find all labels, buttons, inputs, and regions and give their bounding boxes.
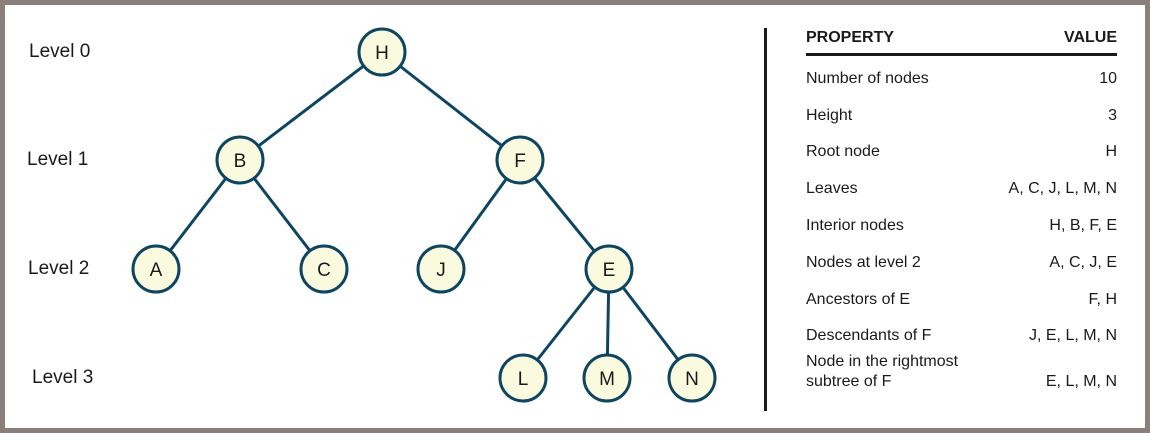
node-A: A [131,244,181,294]
property-name: Node in the rightmost subtree of F [806,353,959,391]
node-circle [667,353,717,403]
node-M: M [582,353,632,403]
table-row: Root node H [806,130,1117,167]
table-row: Ancestors of E F, H [806,277,1117,314]
property-name: Nodes at level 2 [806,253,921,271]
property-value: A, C, J, E [1049,253,1117,271]
node-circle [131,244,181,294]
property-value: H, B, F, E [1049,216,1117,234]
level-label-2: Level 2 [28,258,90,279]
property-value: A, C, J, L, M, N [1008,180,1117,198]
node-E: E [584,244,634,294]
node-label: C [317,260,331,281]
property-name: Root node [806,143,880,161]
node-label: M [599,369,615,390]
header-value: VALUE [1063,29,1117,46]
level-label-3: Level 3 [32,367,94,388]
node-L: L [498,353,548,403]
property-name: Ancestors of E [806,290,911,308]
property-value: 3 [1108,106,1117,124]
node-label: J [436,260,446,281]
node-circle [215,135,265,185]
table-row: Descendants of F J, E, L, M, N [806,314,1117,351]
node-circle [582,353,632,403]
property-name: Descendants of F [806,327,932,345]
level-label-1: Level 1 [27,149,89,170]
table-row: Interior nodes H, B, F, E [806,203,1117,240]
table-row: Node in the rightmost subtree of F E, L, … [806,350,1117,396]
property-name: Leaves [806,180,858,198]
node-circle [357,27,407,77]
node-label: N [685,369,699,390]
property-name: Number of nodes [806,69,929,87]
property-name: Interior nodes [806,216,904,234]
edge-H-F [381,50,521,162]
node-circle [299,244,349,294]
node-label: B [234,151,247,172]
node-B: B [215,135,265,185]
header-property: PROPERTY [806,29,895,46]
table-header: PROPERTY VALUE [806,29,1117,56]
property-value: F, H [1088,290,1117,308]
node-label: H [375,43,389,64]
node-N: N [667,353,717,403]
node-F: F [495,135,545,185]
level-label-0: Level 0 [29,41,91,62]
property-value: E, L, M, N [1045,373,1117,391]
tree-diagram: H B F A C J E L M N [131,27,717,403]
node-label: F [514,151,526,172]
node-label: E [603,260,616,281]
property-name: Height [806,106,853,124]
node-circle [584,244,634,294]
property-value: H [1105,143,1117,161]
table-row: Height 3 [806,93,1117,130]
node-circle [416,244,466,294]
node-label: L [518,369,529,390]
node-C: C [299,244,349,294]
divider [764,28,767,411]
table-row: Number of nodes 10 [806,56,1117,93]
node-H: H [357,27,407,77]
node-circle [498,353,548,403]
node-label: A [150,260,163,281]
property-value: 10 [1099,69,1117,87]
node-J: J [416,244,466,294]
node-circle [495,135,545,185]
edge-H-B [239,50,383,162]
property-value: J, E, L, M, N [1028,327,1117,345]
table-row: Nodes at level 2 A, C, J, E [806,240,1117,277]
table-row: Leaves A, C, J, L, M, N [806,166,1117,203]
